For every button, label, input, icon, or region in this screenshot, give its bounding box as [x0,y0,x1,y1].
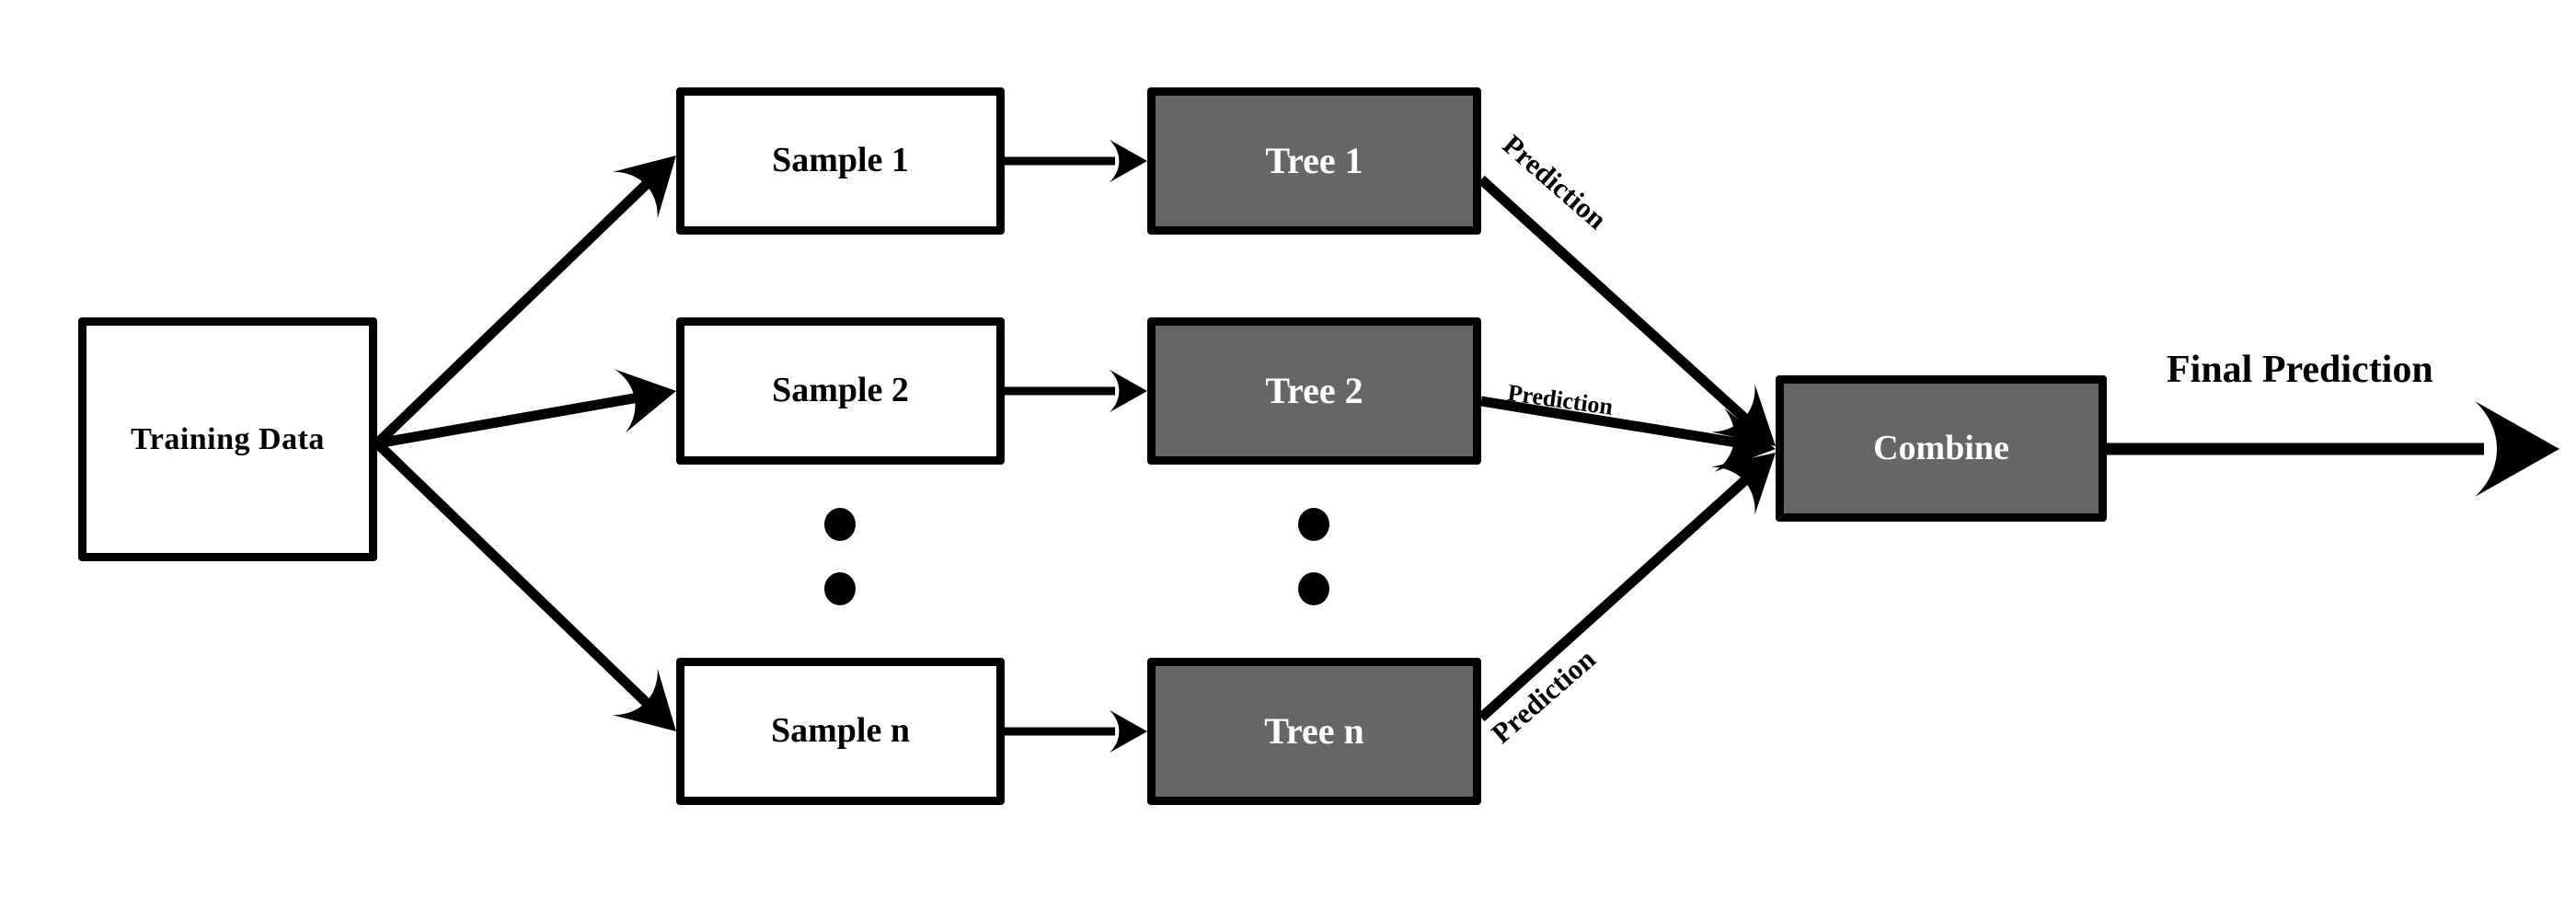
node-training-data-label: Training Data [131,421,325,456]
edge-sample-2-to-tree-2 [1005,369,1147,413]
edge-tree-n-to-combine [1478,428,1798,722]
edge-training-to-sample-2 [376,359,683,449]
node-tree-n-label: Tree n [1264,710,1364,752]
ellipsis-dot [1298,572,1329,605]
node-tree-2[interactable]: Tree 2 [1147,317,1481,465]
node-combine-label: Combine [1873,428,2009,467]
node-sample-2-label: Sample 2 [772,371,909,410]
edge-tree-2-to-combine [1480,396,1781,481]
edge-sample-1-to-tree-1 [1005,139,1147,183]
edge-training-to-sample-1 [374,132,699,447]
node-tree-2-label: Tree 2 [1265,370,1363,411]
ellipsis-dot [824,508,856,541]
final-prediction-label: Final Prediction [2167,349,2433,391]
edge-combine-to-output [2107,401,2559,497]
node-tree-n[interactable]: Tree n [1147,658,1481,805]
node-sample-1-label: Sample 1 [772,141,909,180]
node-sample-1[interactable]: Sample 1 [676,87,1005,235]
node-training-data[interactable]: Training Data [78,317,377,561]
node-combine[interactable]: Combine [1776,375,2107,522]
node-tree-1[interactable]: Tree 1 [1147,87,1481,235]
tree-column-ellipsis-icon [1298,508,1329,622]
sample-column-ellipsis-icon [824,508,856,622]
node-sample-n-label: Sample n [771,711,910,751]
ellipsis-dot [824,572,856,605]
edge-training-to-sample-n [374,440,699,755]
node-sample-2[interactable]: Sample 2 [676,317,1005,465]
node-sample-n[interactable]: Sample n [676,658,1005,805]
node-tree-1-label: Tree 1 [1265,140,1363,181]
edge-sample-n-to-tree-n [1005,709,1147,753]
ellipsis-dot [1298,508,1329,541]
edge-tree-1-to-combine [1478,175,1798,471]
